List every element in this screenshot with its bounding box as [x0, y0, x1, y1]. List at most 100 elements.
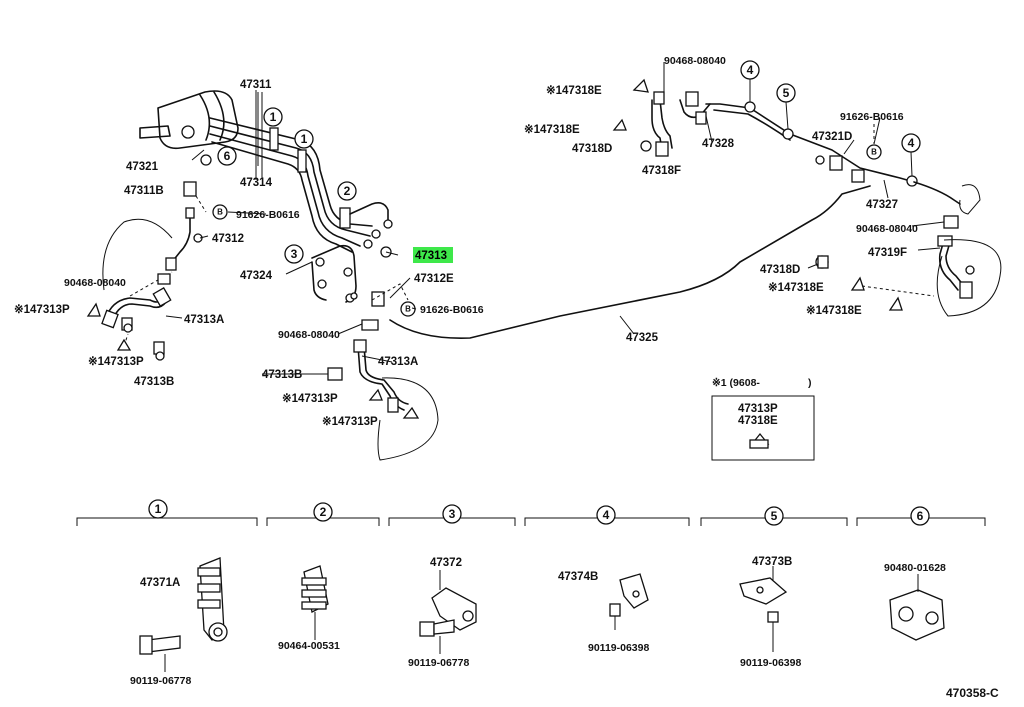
note-label-47313P[interactable]: 47313P: [738, 403, 778, 415]
label-47372[interactable]: 47372: [430, 557, 462, 569]
svg-text:4: 4: [747, 63, 754, 77]
label-47311B[interactable]: 47311B: [124, 185, 164, 197]
marker-1b: 1: [294, 129, 314, 149]
rear-left-hose-47318F: [640, 91, 711, 157]
label-90464-00531[interactable]: 90464-00531: [278, 640, 340, 652]
marker-3a: 3: [284, 244, 304, 264]
tee-junction-47324: [311, 244, 385, 307]
hose-47313A-right: [327, 339, 409, 413]
marker-5a: 5: [776, 83, 796, 103]
clip-47373B: [739, 566, 788, 652]
label-90119-06778-a[interactable]: 90119-06778: [130, 675, 191, 687]
label-91626-B0616-c[interactable]: 91626-B0616: [840, 111, 904, 123]
svg-text:5: 5: [783, 86, 790, 100]
master-cylinder-assembly: [139, 90, 239, 166]
svg-text:6: 6: [917, 509, 924, 523]
highlight-box: [413, 247, 453, 263]
marker-2a: 2: [337, 181, 357, 201]
note-header: ※1 (9608-: [712, 377, 760, 389]
marker-1a: 1: [263, 107, 283, 127]
group-marker-1: 1: [148, 499, 168, 519]
label-147313P-d[interactable]: ※147313P: [322, 415, 378, 428]
svg-text:1: 1: [301, 132, 308, 146]
group-marker-5: 5: [764, 506, 784, 526]
label-47321D[interactable]: 47321D: [812, 131, 852, 143]
label-47313B-b[interactable]: 47313B: [262, 369, 302, 381]
marker-4a: 4: [740, 60, 760, 80]
label-90468-08040-a[interactable]: 90468-08040: [64, 277, 126, 289]
group-marker-2: 2: [313, 502, 333, 522]
svg-text:3: 3: [291, 247, 298, 261]
label-90468-08040-d[interactable]: 90468-08040: [856, 223, 918, 235]
svg-text:4: 4: [603, 508, 610, 522]
svg-text:B: B: [217, 208, 223, 217]
clamp-90480-01628: [889, 574, 945, 641]
label-47318D-b[interactable]: 47318D: [760, 264, 800, 276]
label-47314[interactable]: 47314: [240, 177, 273, 189]
note-label-47318E[interactable]: 47318E: [738, 415, 778, 427]
label-47328[interactable]: 47328: [702, 138, 735, 150]
label-47325[interactable]: 47325: [626, 332, 659, 344]
label-47312[interactable]: 47312: [212, 233, 244, 245]
label-47313B-a[interactable]: 47313B: [134, 376, 174, 388]
group-marker-3: 3: [442, 504, 462, 524]
front-left-line: [165, 207, 203, 271]
label-47313A-a[interactable]: 47313A: [184, 314, 224, 326]
label-47312E[interactable]: 47312E: [414, 273, 454, 285]
svg-text:1: 1: [155, 502, 162, 516]
label-47311[interactable]: 47311: [240, 79, 272, 91]
bracket-47372: [419, 587, 477, 637]
clip-90464-00531: [301, 565, 329, 613]
label-47318D-a[interactable]: 47318D: [572, 143, 612, 155]
label-47313-highlighted[interactable]: 47313: [415, 250, 447, 262]
label-47318F[interactable]: 47318F: [642, 165, 681, 177]
label-90468-08040-b[interactable]: 90468-08040: [278, 329, 340, 341]
label-47374B[interactable]: 47374B: [558, 571, 598, 583]
label-91626-B0616-b[interactable]: 91626-B0616: [420, 304, 484, 316]
marker-6a: 6: [217, 146, 237, 166]
label-47371A[interactable]: 47371A: [140, 577, 180, 589]
label-90119-06778-b[interactable]: 90119-06778: [408, 657, 469, 669]
label-147313P-b[interactable]: ※147313P: [88, 355, 144, 368]
svg-text:B: B: [871, 148, 877, 157]
note-header-close: ): [808, 377, 812, 389]
clip-47374B: [609, 573, 649, 630]
svg-text:6: 6: [224, 149, 231, 163]
label-90119-06398-a[interactable]: 90119-06398: [588, 642, 649, 654]
clip-1a: [269, 127, 279, 151]
leader-lines: [165, 62, 945, 375]
note-box: [711, 395, 815, 461]
label-47327[interactable]: 47327: [866, 199, 898, 211]
rear-right-hose-47319F: [937, 235, 975, 299]
label-47373B[interactable]: 47373B: [752, 556, 792, 568]
label-147313P-c[interactable]: ※147313P: [282, 392, 338, 405]
svg-text:3: 3: [449, 507, 456, 521]
label-91626-B0616-a[interactable]: 91626-B0616: [236, 209, 300, 221]
label-90480-01628[interactable]: 90480-01628: [884, 562, 946, 574]
svg-text:4: 4: [908, 136, 915, 150]
group-marker-4: 4: [596, 505, 616, 525]
rear-junction-47321D: [815, 155, 865, 183]
svg-text:5: 5: [771, 509, 778, 523]
clip-1b: [297, 149, 307, 173]
label-47319F[interactable]: 47319F: [868, 247, 907, 259]
label-147318E-a[interactable]: ※147318E: [546, 84, 602, 97]
label-47324[interactable]: 47324: [240, 270, 273, 282]
group-brackets: [76, 517, 986, 526]
marker-4b: 4: [901, 133, 921, 153]
label-47313A-b[interactable]: 47313A: [378, 356, 418, 368]
hose-47313A-left: [101, 287, 172, 333]
svg-text:B: B: [405, 305, 411, 314]
label-90468-08040-c[interactable]: 90468-08040: [664, 55, 726, 67]
clip-2: [339, 207, 351, 229]
label-147313P-a[interactable]: ※147313P: [14, 303, 70, 316]
clip-47371A: [139, 557, 228, 655]
label-147318E-c[interactable]: ※147318E: [768, 281, 824, 294]
label-90119-06398-b[interactable]: 90119-06398: [740, 657, 801, 669]
label-47321[interactable]: 47321: [126, 161, 159, 173]
label-147318E-d[interactable]: ※147318E: [806, 304, 862, 317]
label-147318E-b[interactable]: ※147318E: [524, 123, 580, 136]
svg-text:2: 2: [320, 505, 327, 519]
